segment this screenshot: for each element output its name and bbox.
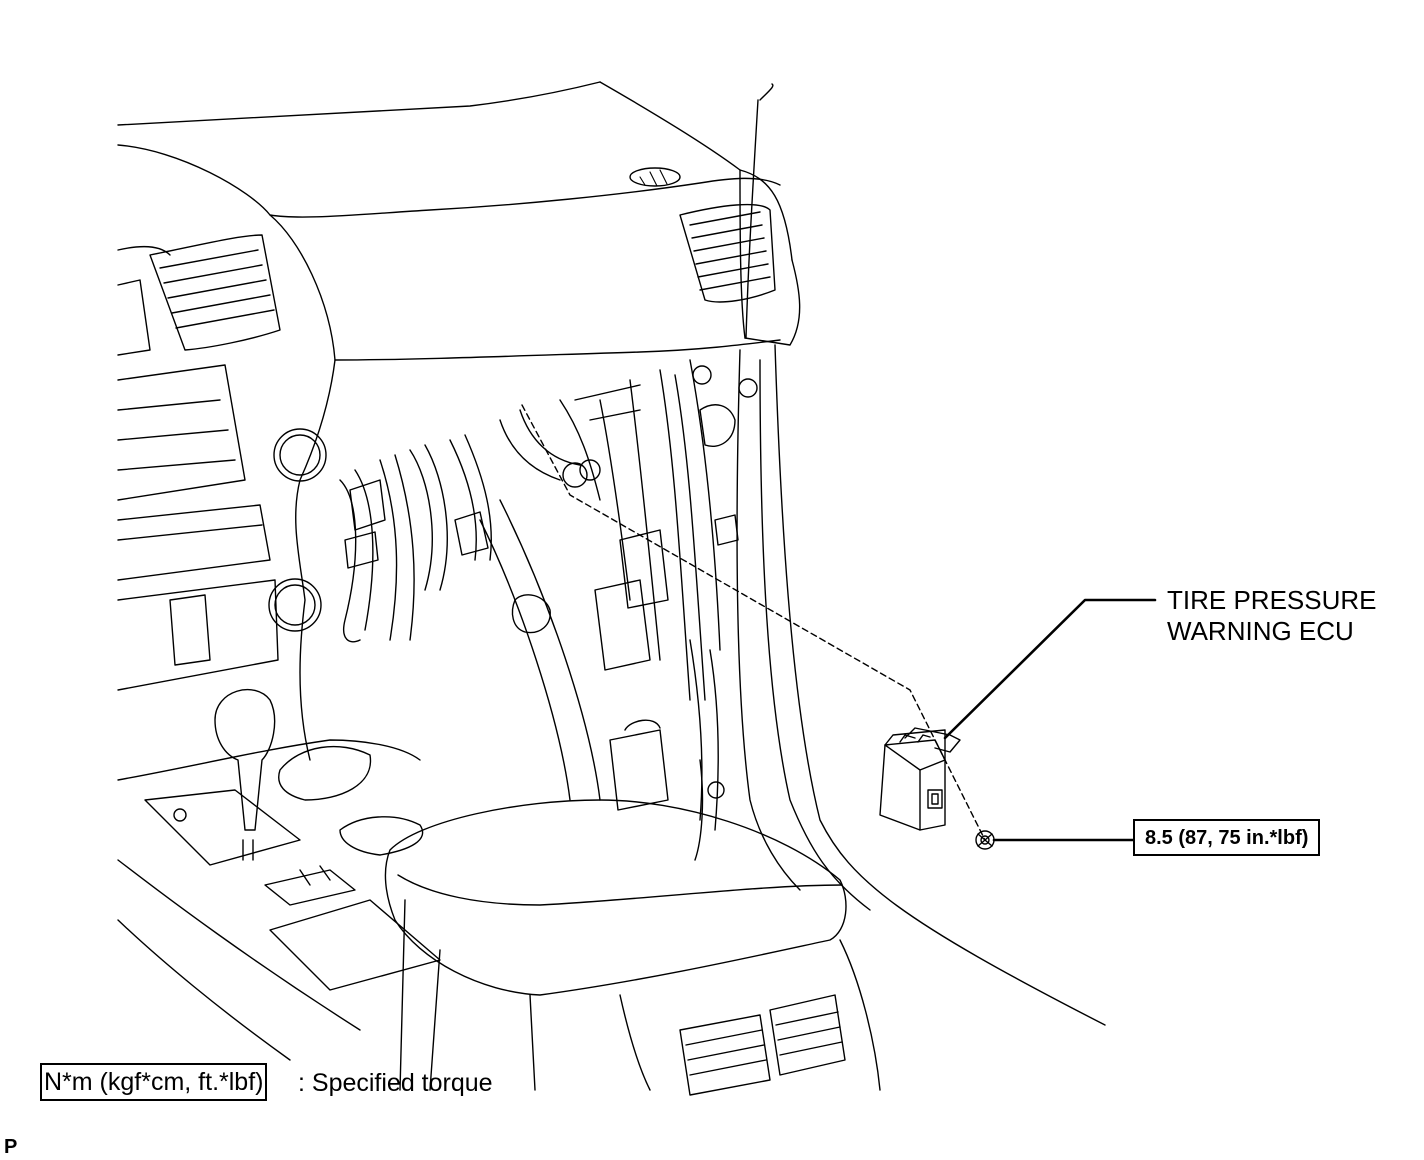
shift-lever [214, 689, 276, 861]
ecu-callout-line2: WARNING ECU [1167, 616, 1354, 646]
torque-units-legend-box: N*m (kgf*cm, ft.*lbf) [40, 1063, 268, 1101]
installation-dashed-path [521, 404, 986, 841]
wire-harness [339, 359, 758, 861]
mounting-nut [975, 830, 995, 850]
armrest [384, 799, 881, 1091]
callout-leader-ecu [943, 598, 1157, 740]
ecu-callout-line1: TIRE PRESSURE [1167, 585, 1377, 615]
tire-pressure-warning-ecu [879, 727, 961, 831]
torque-legend-description: : Specified torque [298, 1069, 493, 1097]
ecu-callout-label: TIRE PRESSURE WARNING ECU [1167, 585, 1377, 647]
dashboard-outline [117, 81, 801, 761]
center-left-air-vent [117, 234, 281, 356]
side-panel-lines [479, 344, 1106, 1026]
center-stack [117, 364, 327, 691]
right-air-vent [679, 203, 776, 303]
rear-air-vents [679, 994, 846, 1096]
torque-spec-box: 8.5 (87, 75 in.*lbf) [1133, 819, 1321, 856]
center-console [117, 739, 441, 1061]
corner-marker: P [4, 1136, 18, 1158]
